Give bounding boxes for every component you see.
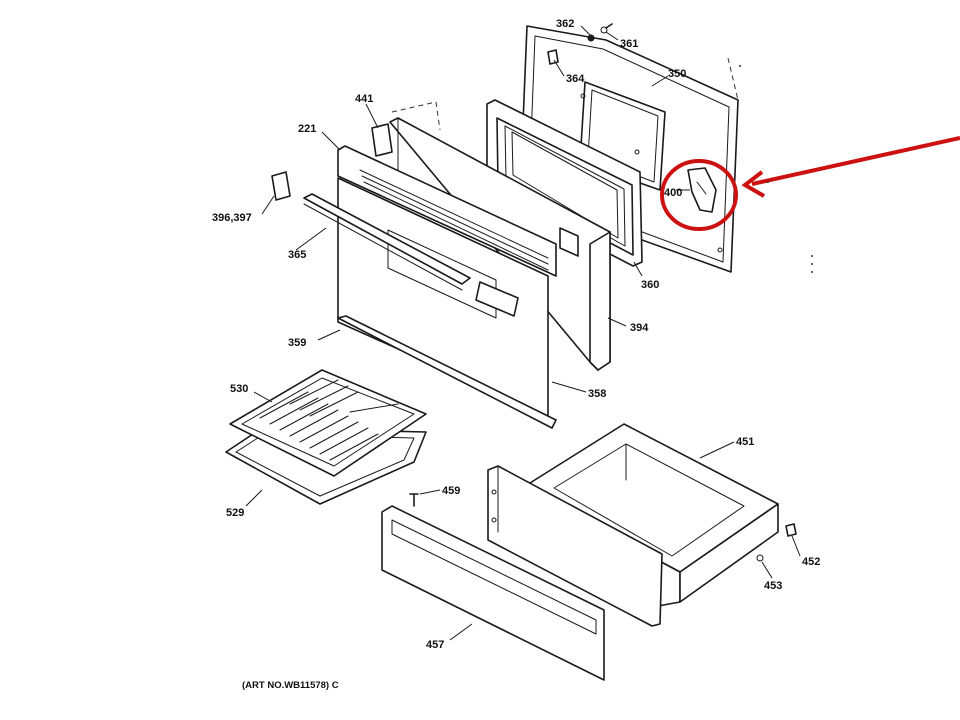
- edge-marks: [739, 65, 813, 273]
- highlight-circle: [660, 159, 738, 231]
- stop-452: [785, 523, 797, 537]
- label-394: 394: [630, 322, 649, 334]
- label-457: 457: [426, 639, 444, 651]
- nut-362: [587, 34, 595, 42]
- label-350: 350: [668, 68, 686, 80]
- label-359: 359: [288, 337, 306, 349]
- label-530: 530: [230, 383, 248, 395]
- screw-453: [756, 554, 764, 562]
- hinge-bracket-400: [687, 167, 717, 213]
- art-number: (ART NO.WB11578) C: [242, 680, 339, 691]
- label-441: 441: [355, 93, 373, 105]
- drawer-front-frame: [487, 465, 663, 627]
- label-358: 358: [588, 388, 606, 400]
- bottom-trim-359: [337, 315, 557, 429]
- label-360: 360: [641, 279, 659, 291]
- label-361: 361: [620, 38, 638, 50]
- drawer-front-panel-457: [381, 505, 605, 681]
- screw-361: [600, 23, 613, 34]
- part-labels: 362 361 364 350 441 221 400 396,397 365 …: [212, 18, 820, 691]
- label-529: 529: [226, 507, 244, 519]
- label-459: 459: [442, 485, 460, 497]
- label-452: 452: [802, 556, 820, 568]
- label-453: 453: [764, 580, 782, 592]
- door-handle-365: [303, 193, 471, 291]
- handle-bracket-396-397: [271, 171, 291, 201]
- label-364: 364: [566, 73, 585, 85]
- bracket-364: [547, 49, 559, 65]
- broiler-grid-530: [229, 369, 427, 477]
- label-362: 362: [556, 18, 574, 30]
- label-365: 365: [288, 249, 306, 261]
- label-451: 451: [736, 436, 754, 448]
- hinge-bracket-441: [371, 101, 441, 157]
- screw-459: [409, 493, 419, 507]
- label-400: 400: [664, 187, 682, 199]
- label-396-397: 396,397: [212, 212, 252, 224]
- label-221: 221: [298, 123, 316, 135]
- leader-lines: [245, 25, 801, 641]
- highlight-arrow: [741, 136, 960, 198]
